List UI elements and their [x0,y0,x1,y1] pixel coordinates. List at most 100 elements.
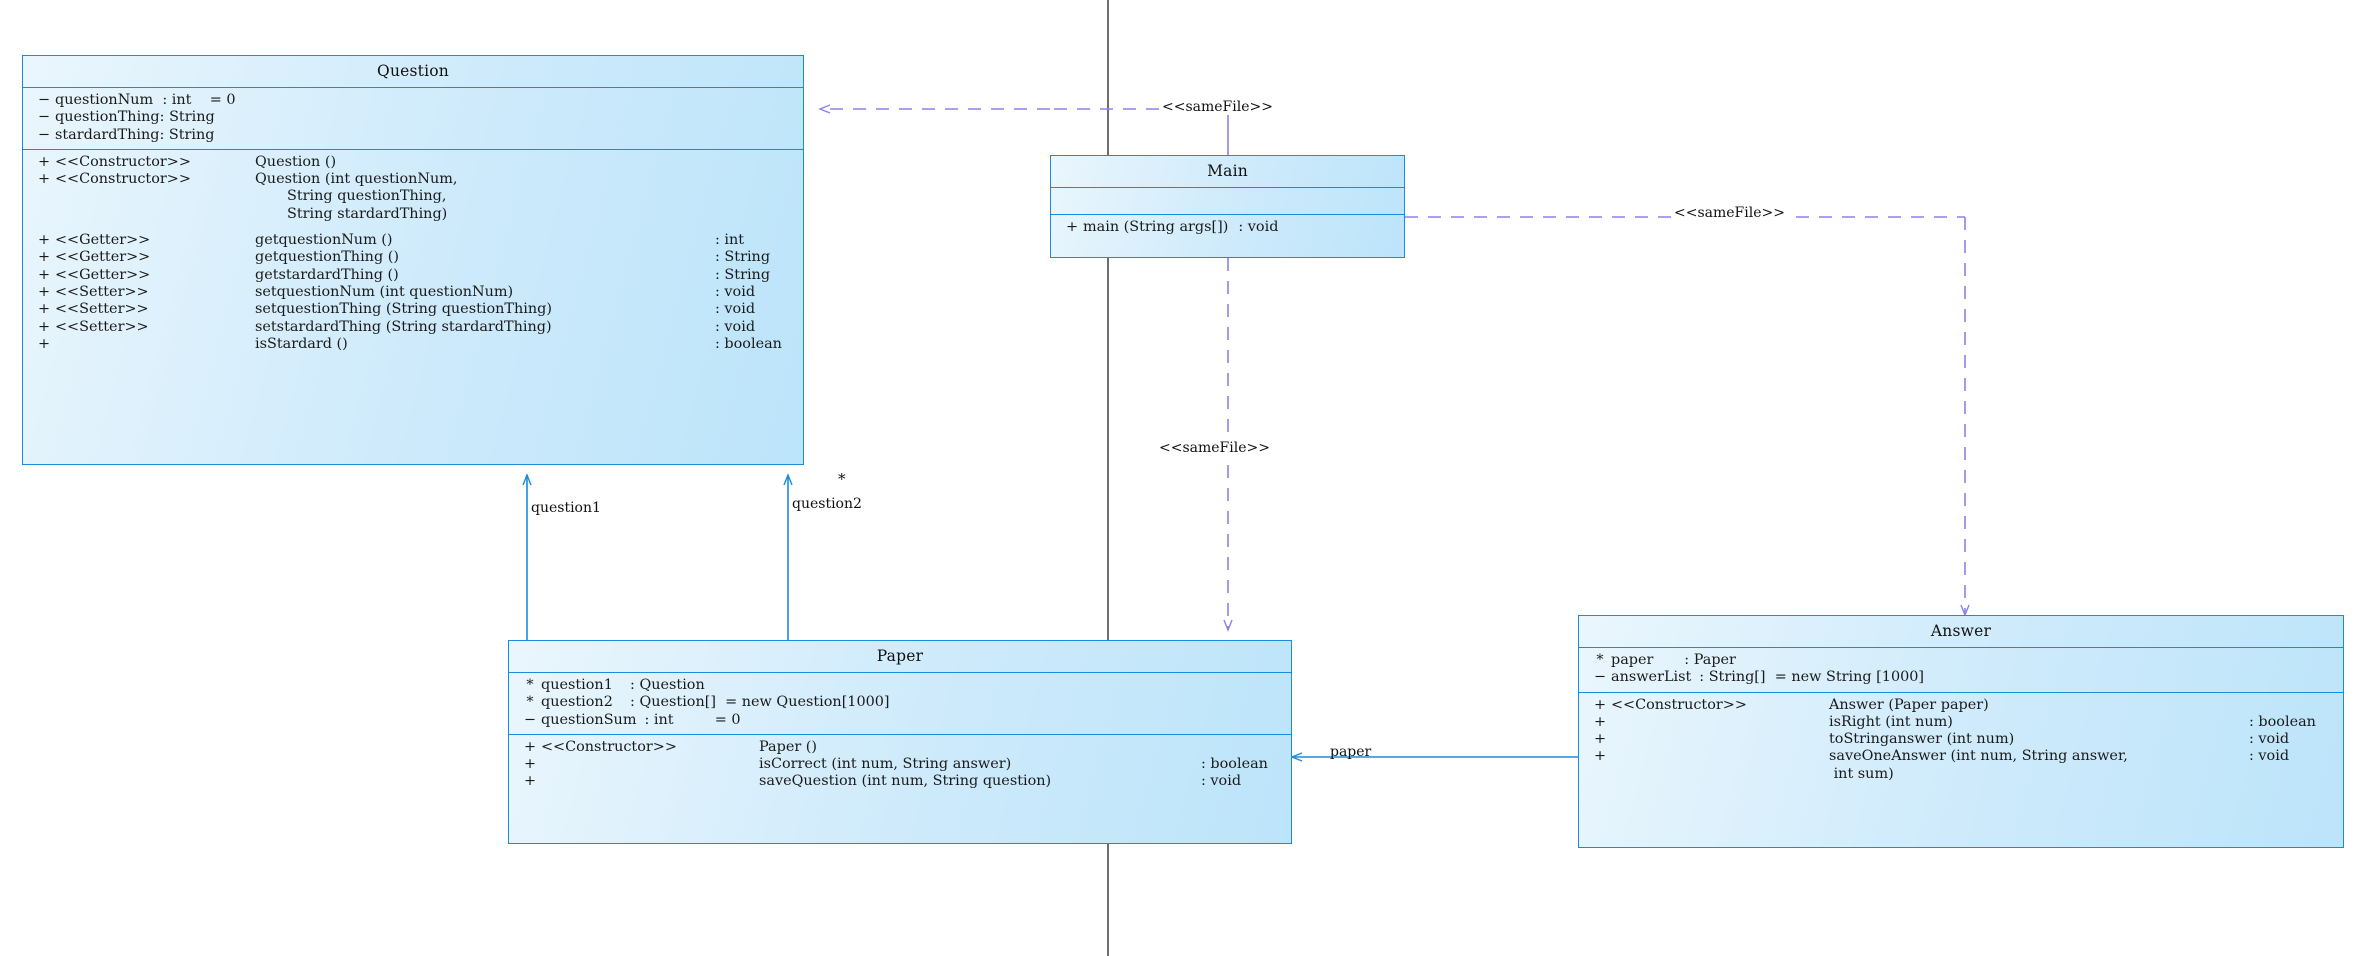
operation-signature: String stardardThing) [255,205,448,222]
attribute-type: : String[] [1699,669,1766,686]
attribute-default: = 0 [191,92,236,108]
operation-row: + saveOneAnswer (int num, String answer,… [1589,748,2343,765]
dependency-label-main-answer: <<sameFile>> [1672,205,1787,221]
operation-row-continuation: int sum) [1589,766,2343,783]
attribute-default: = new String [1000] [1765,669,1925,686]
visibility-marker: + [1593,696,1607,713]
attribute-name: answerList [1611,669,1692,686]
stereotype: <<Constructor>> [541,738,677,755]
operation-return-type: : void [1201,773,1242,790]
operation-signature: saveQuestion (int num, String question) [759,773,1052,790]
operation-signature: isStardard () [255,335,348,352]
operation-return-type: : void [2249,748,2290,765]
operation-row: + <<Constructor>> Answer (Paper paper) [1589,697,2343,714]
attribute-row: − questionThing : String [33,109,803,126]
operation-signature: getquestionThing () [255,249,399,266]
operation-row: + isStardard () : boolean [33,336,803,353]
attribute-name: paper [1611,652,1677,668]
visibility-marker: + [523,756,537,773]
class-box-paper[interactable]: Paper * question1 : Question * question2… [508,640,1292,844]
attributes-answer: * paper : Paper − answerList : String[] … [1579,648,2343,693]
class-title-answer: Answer [1930,622,1992,640]
operation-row: + <<Getter>> getstardardThing () : Strin… [33,267,803,284]
class-title-main: Main [1207,162,1248,180]
operations-answer: + <<Constructor>> Answer (Paper paper) +… [1579,693,2343,788]
attribute-row: * question2 : Question[] = new Question[… [519,694,1291,711]
visibility-marker: + [523,738,537,755]
class-box-question[interactable]: Question − questionNum : int = 0 − quest… [22,55,804,465]
operation-signature: isCorrect (int num, String answer) [759,756,1012,773]
operation-row: + <<Constructor>> Question () [33,154,803,171]
dependency-label-main-paper: <<sameFile>> [1157,440,1272,456]
operation-signature: getquestionNum () [255,232,393,249]
stereotype: <<Constructor>> [1611,696,1747,713]
operation-signature: Answer (Paper paper) [1829,696,1989,713]
operation-signature: Question () [255,153,337,170]
operation-signature: Question (int questionNum, [255,171,458,188]
stereotype: <<Setter>> [55,301,149,318]
operation-signature: setquestionNum (int questionNum) [255,283,514,300]
attribute-name: question1 [541,677,623,693]
operation-row: + <<Setter>> setstardardThing (String st… [33,319,803,336]
attribute-type: : Question[] [630,694,716,711]
operation-row: + isRight (int num) : boolean [1589,714,2343,731]
visibility-marker: + [37,266,51,283]
attribute-row: − stardardThing : String [33,127,803,144]
attribute-default: = new Question[1000] [715,694,890,711]
operation-signature: setquestionThing (String questionThing) [255,301,552,318]
visibility-marker: + [37,232,51,249]
attribute-type: : String [159,109,215,126]
operation-signature: saveOneAnswer (int num, String answer, [1829,748,2128,765]
attribute-type: : int [644,711,674,728]
attribute-row: − questionSum : int = 0 [519,712,1291,729]
operation-signature: setstardardThing (String stardardThing) [255,318,552,335]
visibility-marker: + [37,249,51,266]
visibility-marker: + [1593,748,1607,765]
operation-signature: toStringanswer (int num) [1829,731,2015,748]
visibility-marker: + [523,773,537,790]
operation-signature: Paper () [759,738,818,755]
class-box-answer[interactable]: Answer * paper : Paper − answerList : St… [1578,615,2344,848]
attribute-type: : String [159,126,215,143]
operation-row: + <<Getter>> getquestionThing () : Strin… [33,249,803,266]
visibility-marker: * [1596,652,1604,668]
visibility-marker: + [37,283,51,300]
attribute-type: : Question [630,677,705,693]
attribute-type: : int [162,92,192,108]
operation-row: + toStringanswer (int num) : void [1589,731,2343,748]
class-box-main[interactable]: Main + main (String args[]) : void [1050,155,1405,258]
attribute-name: questionSum [541,711,637,728]
attributes-paper: * question1 : Question * question2 : Que… [509,673,1291,735]
visibility-marker: − [523,711,537,728]
visibility-marker: + [37,301,51,318]
operation-return-type: : void [715,318,756,335]
operation-return-type: : String [715,266,771,283]
class-title-question: Question [377,62,449,80]
attribute-row: − questionNum : int = 0 [33,92,803,109]
class-header-answer: Answer [1579,616,2343,648]
operations-paper: + <<Constructor>> Paper () + isCorrect (… [509,735,1291,796]
operation-return-type: : boolean [715,335,782,352]
operation-return-type: : int [715,232,745,249]
visibility-marker: − [37,126,51,143]
class-title-paper: Paper [876,647,924,665]
operation-row: + <<Setter>> setquestionThing (String qu… [33,301,803,318]
operation-signature: getstardardThing () [255,266,399,283]
operation-return-type: : boolean [2249,713,2316,730]
visibility-marker: + [37,153,51,170]
stereotype: <<Getter>> [55,232,151,249]
attribute-default: = 0 [673,711,741,728]
attribute-name: stardardThing [55,126,160,143]
attributes-question: − questionNum : int = 0 − questionThing … [23,88,803,150]
operation-signature: isRight (int num) [1829,713,1953,730]
operation-row-continuation: String stardardThing) [33,206,803,232]
dependency-label-main-question: <<sameFile>> [1160,99,1275,115]
operation-row: + <<Getter>> getquestionNum () : int [33,232,803,249]
visibility-marker: − [37,109,51,126]
visibility-marker: * [526,694,534,711]
visibility-marker: + [1593,713,1607,730]
operation-signature: main (String args[]) [1083,219,1229,235]
role-label-question2: question2 [792,496,862,512]
operations-main: + main (String args[]) : void [1051,215,1404,241]
operation-row-continuation: String questionThing, [33,188,803,205]
